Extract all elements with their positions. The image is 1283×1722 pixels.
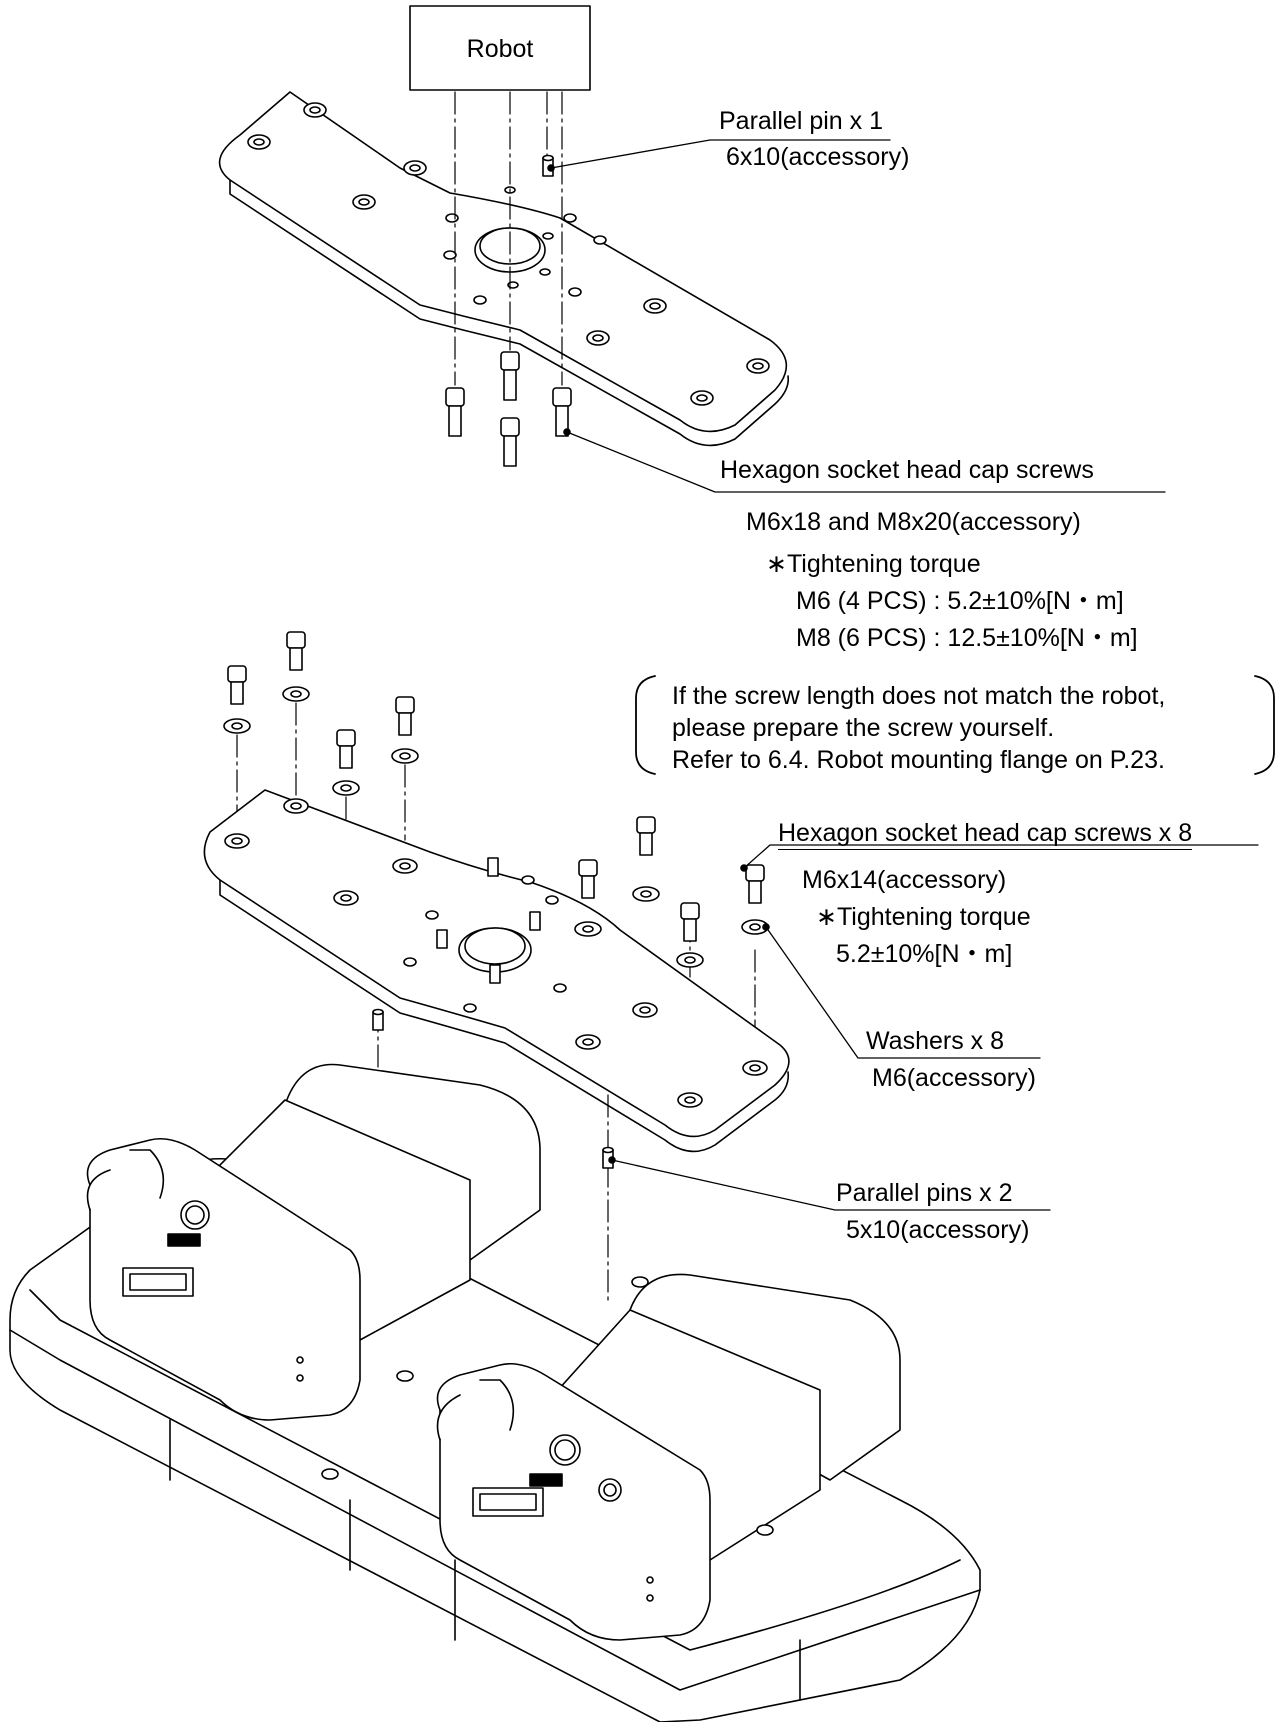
cap-screws-title: Hexagon socket head cap screws	[720, 456, 1094, 484]
torque-m8: M8 (6 PCS) : 12.5±10%[N・m]	[796, 624, 1138, 652]
leader-lines-upper	[550, 139, 1166, 493]
upper-cap-screws	[445, 351, 572, 467]
parallel-pins-spec: 5x10(accessory)	[846, 1216, 1030, 1244]
parallel-pin-top	[542, 154, 555, 177]
lower-screws-right	[574, 816, 770, 968]
cap-screws-x8-spec: M6x14(accessory)	[802, 866, 1007, 894]
parallel-pins-title: Parallel pins x 2	[836, 1179, 1013, 1207]
leader-lines-lower	[611, 844, 1259, 1211]
note-line-2: please prepare the screw yourself.	[672, 714, 1055, 742]
note-bracket	[635, 675, 1275, 775]
lower-flange-plate	[203, 789, 790, 1153]
parallel-pins-lower	[372, 1008, 616, 1169]
gripper-module-left	[86, 1063, 541, 1480]
robot-box	[409, 5, 591, 91]
cap-screws-x8-title: Hexagon socket head cap screws x 8	[778, 818, 1193, 850]
torque-title-x8: ∗Tightening torque	[816, 903, 1031, 931]
washers-spec: M6(accessory)	[872, 1064, 1036, 1092]
parallel-pin-spec: 6x10(accessory)	[726, 143, 910, 171]
note-line-1: If the screw length does not match the r…	[672, 682, 1166, 710]
note-line-3: Refer to 6.4. Robot mounting flange on P…	[672, 746, 1165, 774]
screw-length-note: If the screw length does not match the r…	[672, 680, 1165, 776]
lower-screws-left	[223, 631, 419, 796]
cap-screws-spec: M6x18 and M8x20(accessory)	[746, 508, 1081, 536]
parallel-pin-title: Parallel pin x 1	[719, 107, 883, 135]
torque-m6: M6 (4 PCS) : 5.2±10%[N・m]	[796, 587, 1124, 615]
torque-title-top: ∗Tightening torque	[766, 550, 981, 578]
alignment-lines-upper	[454, 91, 563, 386]
upper-flange-plate	[218, 91, 790, 447]
robot-label: Robot	[466, 35, 534, 63]
washers-title: Washers x 8	[866, 1027, 1005, 1055]
gripper-module-right	[436, 1273, 901, 1641]
torque-value-x8: 5.2±10%[N・m]	[836, 940, 1013, 968]
